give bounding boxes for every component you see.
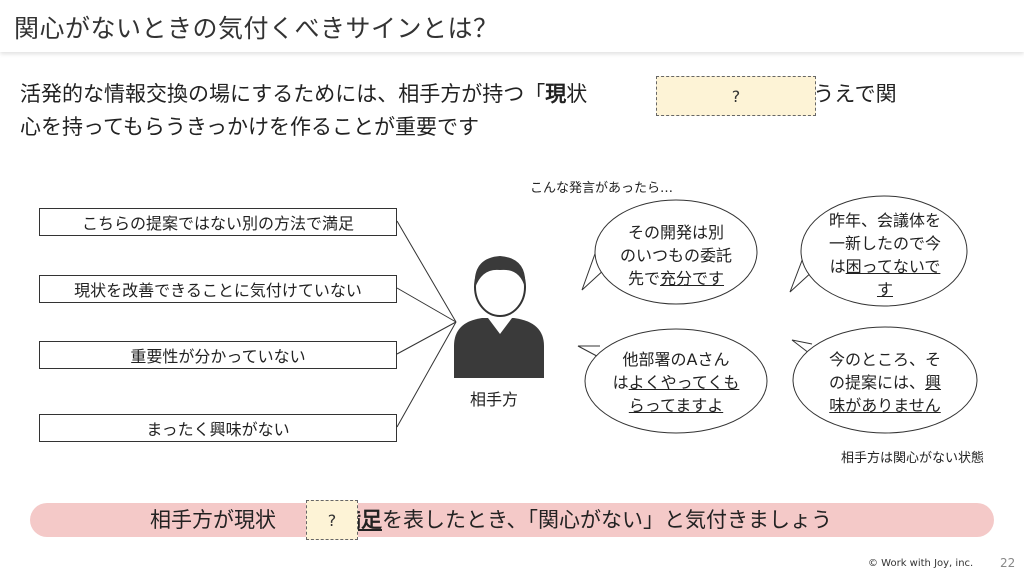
speech-bubble-3 [584, 328, 768, 434]
hidden-answer-box-bottom[interactable]: ? [306, 500, 358, 540]
conclusion-banner [30, 503, 994, 537]
bubble-text-4: 今のところ、そ の提案には、興 味がありません [815, 348, 955, 417]
conclusion-text: 相手方が現状満足を表したとき、「関心がない」と気付きましょう [150, 505, 832, 535]
reason-box-2: 現状を改善できることに気付けていない [39, 275, 397, 303]
bubble-3-pre: 他部署のAさん は [612, 350, 730, 392]
page-title: 関心がないときの気付くべきサインとは？ [14, 14, 499, 43]
bubble-4-pre: 今のところ、そ の提案には、 [828, 350, 941, 392]
lead-line1-before: 活発的な情報交換の場にするためには、相手方が持つ「 [20, 82, 546, 106]
connector-line-2 [396, 287, 457, 323]
bubble-text-2: 昨年、会議体を 一新したので今 は困ってないで す [815, 209, 955, 301]
speech-bubble-2 [800, 195, 968, 307]
bubble-3-emph: よくやってくも らってますよ [628, 373, 740, 415]
bubble-footnote: 相手方は関心がない状態 [841, 451, 985, 466]
reason-box-3: 重要性が分かっていない [39, 341, 397, 369]
conclusion-before: 相手方が現状 [150, 508, 276, 532]
speech-bubble-1 [594, 199, 758, 305]
lead-line2: 心を持ってもらうきっかけを作ることが重要です [20, 115, 480, 139]
bubble-text-3: 他部署のAさん はよくやってくも らってますよ [606, 348, 746, 417]
lead-line1-hidden: 状 [566, 82, 588, 106]
person-label: 相手方 [470, 390, 519, 409]
person-icon [454, 256, 544, 378]
hidden-answer-box-top[interactable]: ? [656, 76, 816, 116]
connector-lines [396, 220, 457, 428]
reason-box-4: まったく興味がない [39, 414, 397, 442]
connector-line-3 [396, 321, 457, 355]
title-bar: 関心がないときの気付くべきサインとは？ [0, 0, 1024, 52]
connector-line-1 [396, 220, 457, 323]
speech-bubble-4 [792, 326, 978, 434]
bubble-text-1: その開発は別 のいつもの委託 先で充分です [606, 221, 746, 290]
copyright: © Work with Joy, inc. [868, 558, 974, 569]
lead-line1-bold: 現 [545, 82, 567, 106]
bubble-4-emph: 興 味がありません [829, 373, 942, 415]
bubble-2-pre: 昨年、会議体を 一新したので今 は [828, 211, 941, 276]
connector-line-4 [396, 321, 457, 428]
bubble-2-emph: 困ってないで す [845, 257, 941, 299]
conclusion-after: を表したとき、「関心がない」と気付きましょう [382, 508, 833, 532]
page-number: 22 [1000, 556, 1016, 570]
reason-box-1: こちらの提案ではない別の方法で満足 [39, 208, 397, 236]
bubble-1-emph: 充分です [660, 269, 725, 288]
speech-bubbles [577, 195, 978, 434]
bubble-1-pre: その開発は別 のいつもの委託 先で [619, 223, 732, 288]
speech-caption: こんな発言があったら… [530, 181, 674, 196]
